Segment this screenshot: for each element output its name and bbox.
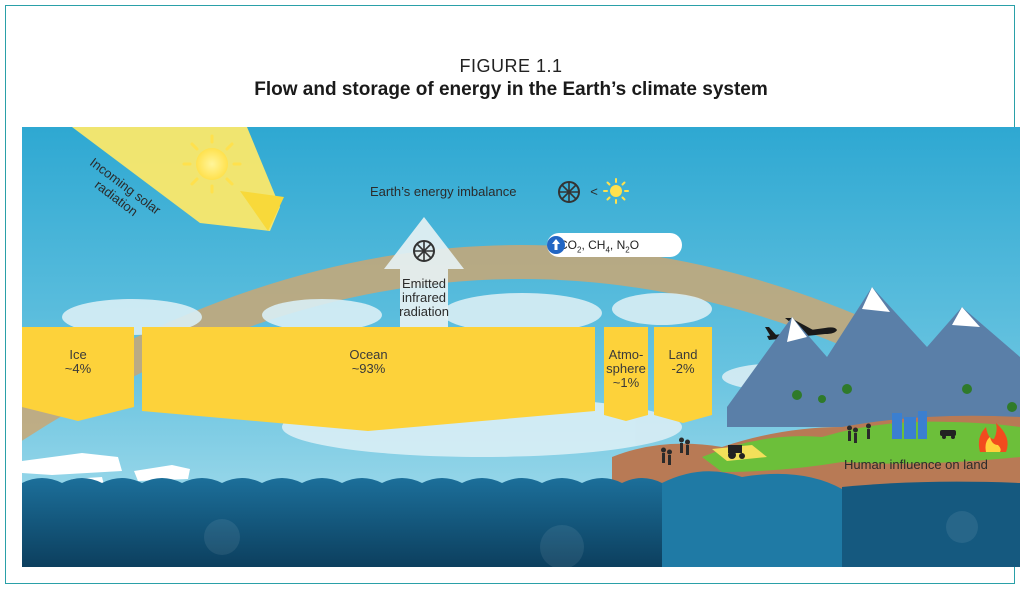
energy-imbalance-text: Earth’s energy imbalance	[370, 184, 517, 199]
ice-store-label: Ice ~4%	[22, 348, 134, 376]
atmosphere-store-label: Atmo- sphere ~1%	[600, 348, 652, 390]
ocean-store-share: ~93%	[351, 361, 386, 376]
imbalance-sun-icon	[603, 178, 629, 204]
ocean-store-label: Ocean ~93%	[142, 348, 595, 376]
emitted-line-2: infrared	[401, 290, 447, 305]
car-icon	[940, 430, 956, 439]
infrared-wheel-icon	[413, 240, 435, 262]
greenhouse-gases-text: CO2, CH4, N2O	[559, 238, 640, 255]
emitted-line-3: radiation	[399, 304, 449, 319]
trees	[792, 384, 1017, 412]
greenhouse-gases-badge: CO2, CH4, N2O	[547, 233, 682, 257]
ice-bar	[22, 327, 134, 421]
land-store-name: Land	[668, 347, 698, 362]
emitted-infrared-label: Emitted infrared radiation	[379, 277, 469, 319]
atmosphere-bar	[604, 327, 648, 421]
energy-imbalance-label: Earth’s energy imbalance	[370, 185, 550, 199]
imbalance-less-than: <	[590, 184, 598, 199]
land-store-label: Land -2%	[654, 348, 712, 376]
ocean-store-name: Ocean	[349, 347, 388, 362]
figure-title: Flow and storage of energy in the Earth’…	[254, 79, 768, 100]
atmosphere-store-name-2: sphere	[606, 361, 646, 376]
figure-number: FIGURE 1.1	[459, 56, 563, 76]
ocean	[22, 478, 662, 567]
atmosphere-store-name-1: Atmo-	[608, 347, 644, 362]
ice-store-share: ~4%	[64, 361, 92, 376]
ocean-bar	[142, 327, 595, 431]
imbalance-wheel-icon	[558, 181, 580, 203]
fire-icon	[978, 423, 1008, 452]
city-buildings	[892, 411, 927, 439]
coastal-water	[662, 471, 842, 567]
tractor-icon	[728, 445, 745, 459]
land-store-share: -2%	[671, 361, 695, 376]
solar-beam-tip	[240, 191, 284, 231]
ocean-right	[842, 481, 1020, 567]
climate-diagram: Incoming solar radiation Earth’s energy …	[22, 127, 1020, 567]
ice-store-name: Ice	[69, 347, 87, 362]
storage-bars	[22, 327, 712, 431]
infrared-arrow	[384, 217, 464, 333]
scene-art	[22, 127, 1020, 567]
up-arrow-icon	[547, 236, 565, 254]
emitted-line-1: Emitted	[401, 276, 447, 291]
human-influence-label: Human influence on land	[844, 457, 988, 472]
ocean-bubbles	[204, 511, 978, 567]
sun	[182, 134, 242, 194]
solar-beam	[72, 127, 280, 231]
atmosphere-store-share: ~1%	[612, 375, 640, 390]
land-bar	[654, 327, 712, 423]
people-icon	[661, 423, 871, 465]
